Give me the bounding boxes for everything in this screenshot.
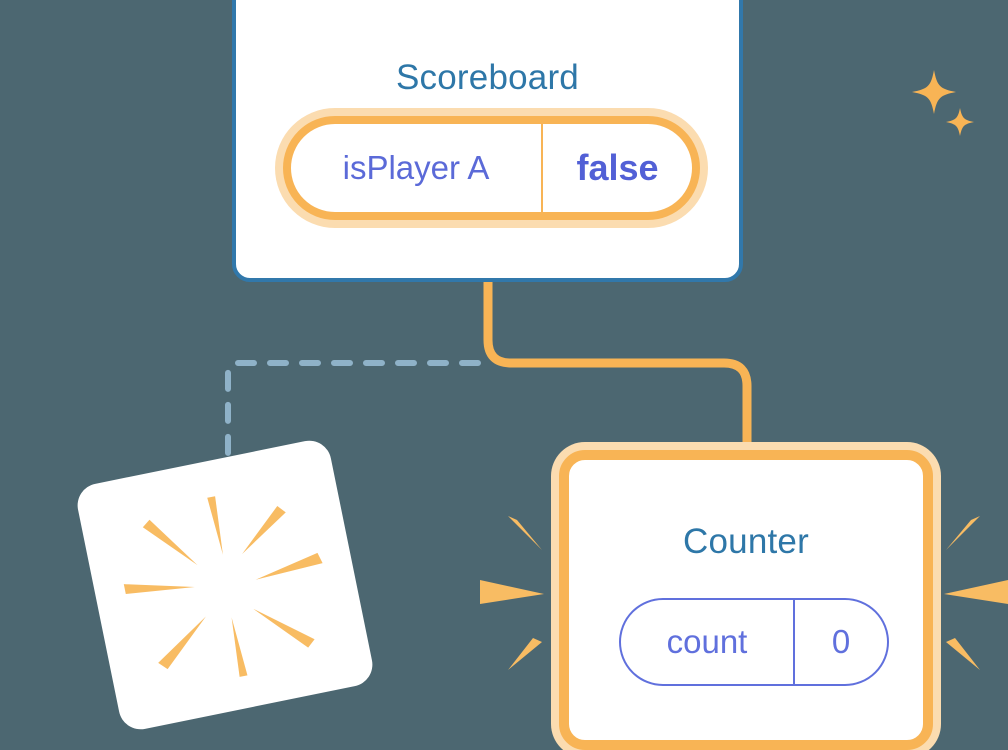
- state-key-label: isPlayer A: [291, 124, 543, 212]
- sparkle-small-icon: [946, 108, 974, 136]
- page-title-counter: Counter: [683, 522, 809, 561]
- burst-rays-right-icon: [944, 516, 1008, 670]
- state-row-count[interactable]: count 0: [619, 598, 889, 686]
- placeholder-card[interactable]: [73, 436, 377, 734]
- component-card-counter[interactable]: Counter count 0: [559, 450, 933, 750]
- sparkle-large-icon: [912, 70, 956, 114]
- burst-rays-left-icon: [480, 516, 544, 670]
- state-row-isplayer-a[interactable]: isPlayer A false: [283, 116, 700, 220]
- sparkle-icon: [912, 70, 974, 136]
- burst-rays-icon: [123, 496, 323, 677]
- page-title-scoreboard: Scoreboard: [396, 58, 579, 97]
- component-card-scoreboard[interactable]: Scoreboard isPlayer A false: [232, 0, 974, 282]
- connector-dashed-placeholder: [225, 360, 481, 471]
- state-key-label: count: [621, 600, 795, 684]
- state-value-label: 0: [831, 623, 851, 660]
- state-value-label: false: [576, 147, 659, 188]
- connector-solid-counter: [483, 277, 752, 465]
